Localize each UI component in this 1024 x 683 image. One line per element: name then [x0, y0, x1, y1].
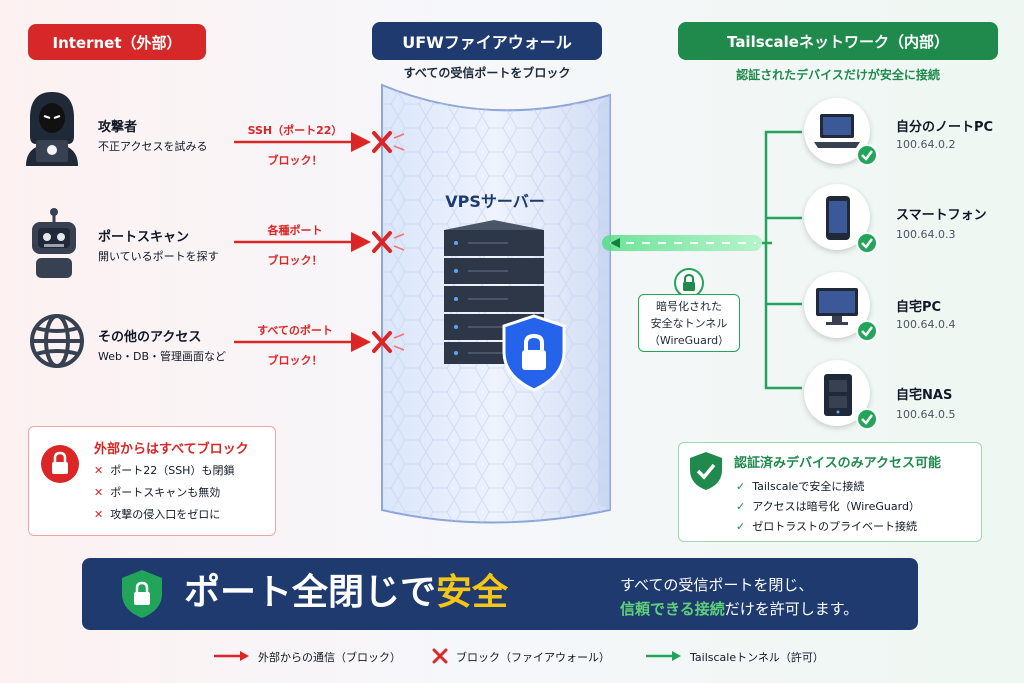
- banner-line1: すべての受信ポートを閉じ、: [620, 576, 814, 594]
- legend-red-arrow-icon: [214, 651, 249, 661]
- check-badge-icon: [856, 320, 878, 342]
- desktop-icon: [816, 288, 858, 325]
- legend-external-traffic: 外部からの通信（ブロック）: [258, 651, 401, 664]
- external-block-item: ✕ 攻撃の侵入口をゼロに: [94, 508, 221, 521]
- authorized-access-title: 認証済みデバイスのみアクセス可能: [734, 456, 941, 471]
- hacker-icon: [26, 92, 78, 166]
- banner-line2: 信頼できる接続だけを許可します。: [620, 600, 859, 618]
- authorized-access-item: ✓ Tailscaleで安全に接続: [736, 480, 865, 493]
- shield-lock-icon: [502, 314, 566, 392]
- tailscale-tunnel: [602, 130, 802, 390]
- server-rack-icon: [444, 220, 544, 364]
- x-icon: ✕: [94, 464, 104, 477]
- tailscale-header: Tailscaleネットワーク（内部）: [678, 22, 998, 60]
- threat-desc-portscan: 開いているポートを探す: [98, 250, 219, 263]
- firewall-subtitle: すべての受信ポートをブロック: [403, 66, 571, 80]
- device-name-nas: 自宅NAS: [896, 388, 953, 403]
- globe-icon: [30, 314, 84, 368]
- lock-icon: [41, 445, 79, 483]
- authorized-access-box: [678, 442, 982, 542]
- block-label-ssh: ブロック！: [267, 154, 323, 167]
- robot-icon: [32, 208, 76, 278]
- external-block-title: 外部からはすべてブロック: [94, 442, 249, 457]
- external-block-box: [28, 426, 276, 536]
- check-badge-icon: [856, 144, 878, 166]
- legend-firewall-block: ブロック（ファイアウォール）: [456, 651, 610, 664]
- firewall-header: UFWファイアウォール: [372, 22, 602, 60]
- port-label-all: すべてのポート: [257, 324, 333, 337]
- check-badge-icon: [856, 232, 878, 254]
- tailscale-subtitle: 認証されたデバイスだけが安全に接続: [736, 68, 940, 82]
- tunnel-label: 暗号化された 安全なトンネル （WireGuard）: [638, 294, 740, 352]
- banner-main-text: ポート全閉じで安全: [184, 572, 509, 613]
- check-badge-icon: [856, 408, 878, 430]
- internet-header: Internet（外部）: [28, 24, 206, 60]
- threat-desc-other: Web・DB・管理画面など: [98, 350, 226, 363]
- summary-banner: [82, 558, 918, 630]
- x-icon: ✕: [94, 486, 104, 499]
- external-block-item: ✕ ポート22（SSH）も閉鎖: [94, 464, 235, 477]
- device-ip-smartphone: 100.64.0.3: [896, 228, 956, 241]
- smartphone-icon: [826, 196, 850, 240]
- nas-icon: [824, 374, 852, 416]
- threat-title-portscan: ポートスキャン: [98, 230, 190, 245]
- block-label-all: ブロック！: [267, 354, 323, 367]
- external-block-item: ✕ ポートスキャンも無効: [94, 486, 221, 499]
- check-icon: ✓: [736, 520, 746, 533]
- port-label-various: 各種ポート: [267, 224, 323, 237]
- device-ip-nas: 100.64.0.5: [896, 408, 956, 421]
- x-icon: ✕: [94, 508, 104, 521]
- authorized-access-item: ✓ ゼロトラストのプライベート接続: [736, 520, 917, 533]
- threat-title-other: その他のアクセス: [98, 330, 202, 345]
- legend-green-arrow-icon: [646, 651, 681, 661]
- server-label: VPSサーバー: [445, 192, 545, 211]
- threat-desc-attacker: 不正アクセスを試みる: [98, 140, 208, 153]
- blocked-arrows: [234, 131, 405, 353]
- threat-title-attacker: 攻撃者: [98, 120, 138, 135]
- laptop-icon: [814, 114, 860, 148]
- shield-check-icon: [690, 452, 722, 490]
- device-name-laptop: 自分のノートPC: [896, 120, 994, 135]
- banner-shield-icon: [122, 570, 162, 618]
- authorized-access-item: ✓ アクセスは暗号化（WireGuard）: [736, 500, 920, 513]
- legend-x-icon: [432, 648, 448, 664]
- device-name-desktop: 自宅PC: [896, 300, 942, 315]
- check-icon: ✓: [736, 480, 746, 493]
- device-ip-desktop: 100.64.0.4: [896, 318, 956, 331]
- block-label-various: ブロック！: [267, 254, 323, 267]
- device-name-smartphone: スマートフォン: [896, 208, 987, 223]
- check-icon: ✓: [736, 500, 746, 513]
- port-label-ssh: SSH（ポート22）: [247, 124, 343, 137]
- device-ip-laptop: 100.64.0.2: [896, 138, 956, 151]
- legend-tailscale-tunnel: Tailscaleトンネル（許可）: [690, 651, 824, 664]
